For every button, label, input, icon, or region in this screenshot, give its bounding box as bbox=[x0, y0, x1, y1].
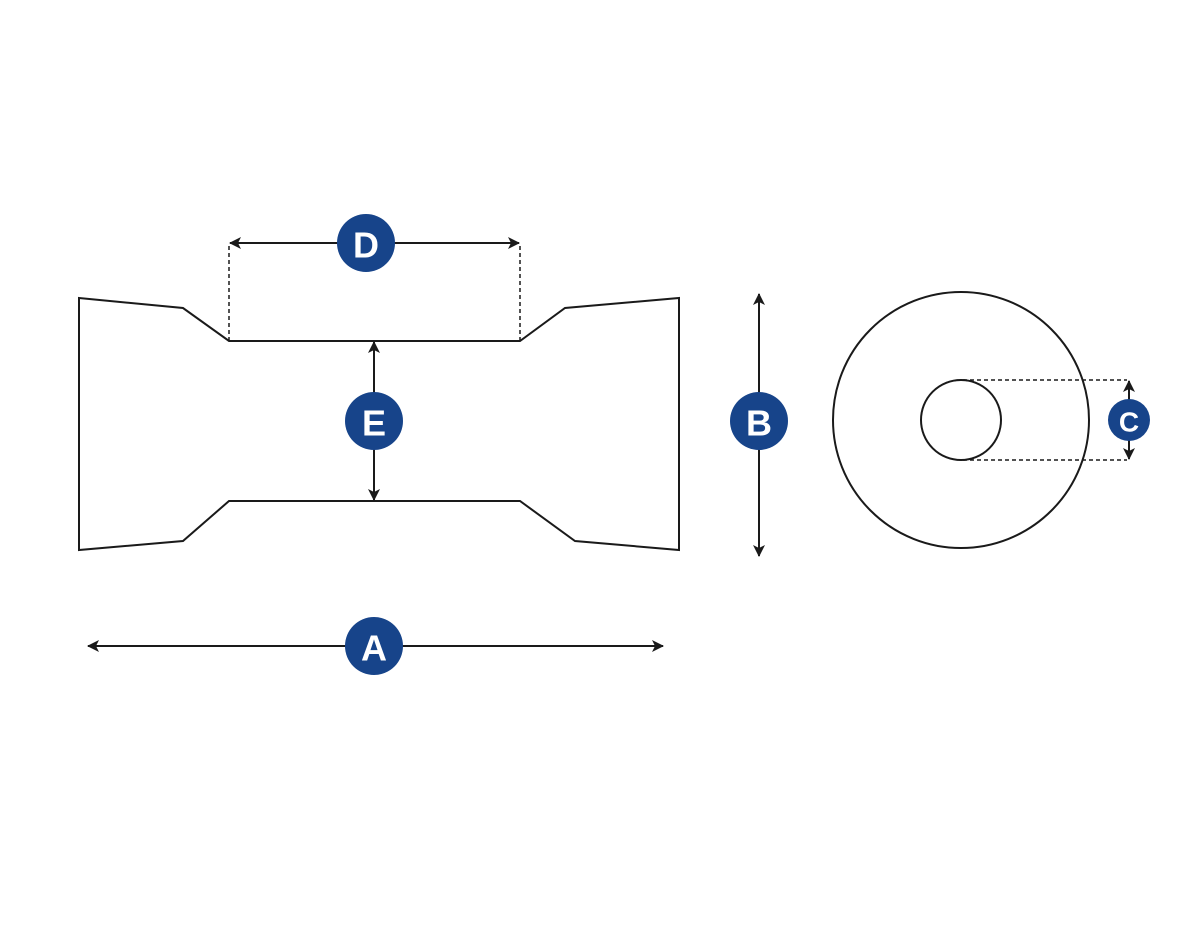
dimension-d-label: D bbox=[353, 225, 379, 266]
dimension-c-label: C bbox=[1119, 407, 1139, 438]
roller-side-outline bbox=[78, 296, 680, 552]
roller-side-view bbox=[78, 296, 680, 552]
dimension-a: A bbox=[87, 617, 664, 675]
dimension-e-badge bbox=[345, 392, 403, 450]
dimension-b-badge bbox=[730, 392, 788, 450]
roller-outer-circle bbox=[832, 291, 1090, 549]
dimension-a-badge bbox=[345, 617, 403, 675]
dimension-b: B bbox=[730, 293, 788, 557]
dimension-c-badge bbox=[1108, 399, 1150, 441]
roller-bore-circle bbox=[920, 379, 1002, 461]
dimension-b-label: B bbox=[746, 403, 772, 444]
dimension-c: C bbox=[963, 379, 1150, 461]
dimension-e-label: E bbox=[362, 403, 386, 444]
dimension-d: D bbox=[228, 214, 521, 340]
dimension-e: E bbox=[345, 341, 403, 501]
dimension-d-badge bbox=[337, 214, 395, 272]
dimension-a-label: A bbox=[361, 628, 387, 669]
roller-end-view bbox=[832, 291, 1090, 549]
